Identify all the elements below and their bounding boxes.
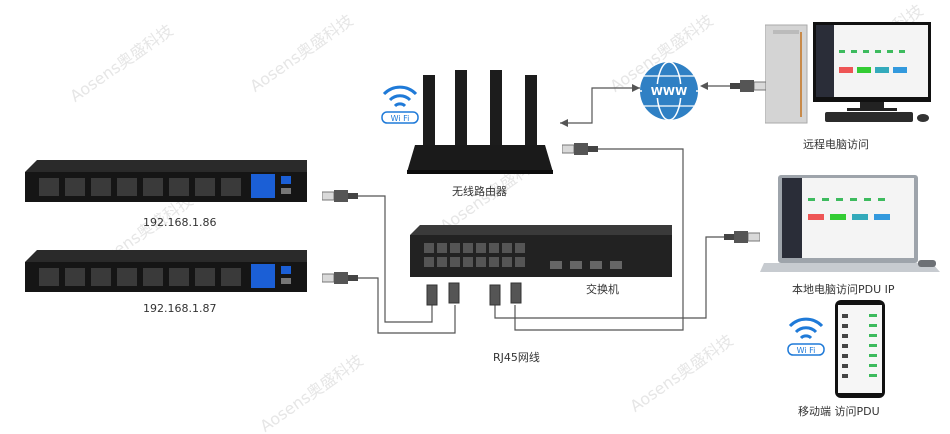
router-label: 无线路由器: [452, 185, 507, 198]
arrow-head: [632, 84, 640, 92]
cable-pdu2: [356, 277, 456, 334]
wifi-icon: Wi Fi: [381, 85, 419, 124]
rj45-plug-icon: [322, 190, 358, 202]
wifi-tag: Wi Fi: [797, 346, 816, 355]
pdu-icon: [25, 250, 307, 292]
laptop-label: 本地电脑访问PDU IP: [792, 283, 895, 296]
remote-pc-label: 远程电脑访问: [803, 138, 869, 151]
desktop-pc-icon: [765, 22, 931, 124]
mobile-label: 移动端 访问PDU: [798, 405, 880, 418]
cable-label: RJ45网线: [493, 351, 540, 364]
pdu1-ip-label: 192.168.1.86: [143, 216, 217, 229]
globe-icon: WWW: [640, 61, 698, 121]
arrow-head: [560, 119, 568, 127]
cable-router: [514, 148, 684, 331]
www-text: WWW: [651, 85, 687, 98]
arrow-head: [700, 82, 708, 90]
rj45-plug-icon: [322, 272, 358, 284]
wifi-icon: Wi Fi: [787, 317, 825, 356]
cable-laptop: [494, 236, 735, 319]
rj45-plugs-icon: [426, 282, 522, 306]
laptop-icon: [760, 175, 940, 272]
router-icon: [407, 70, 553, 174]
mobile-phone-icon: [835, 300, 885, 398]
pdu2-ip-label: 192.168.1.87: [143, 302, 217, 315]
switch-label: 交换机: [586, 283, 619, 296]
rj45-plug-icon: [730, 80, 766, 92]
cable-pdu1: [356, 195, 433, 323]
pdu-icon: [25, 160, 307, 202]
rj45-plug-icon: [562, 143, 598, 155]
rj45-plug-icon: [724, 231, 760, 243]
network-switch-icon: [410, 225, 672, 277]
link-internet-router: [560, 87, 640, 124]
wifi-tag: Wi Fi: [391, 114, 410, 123]
